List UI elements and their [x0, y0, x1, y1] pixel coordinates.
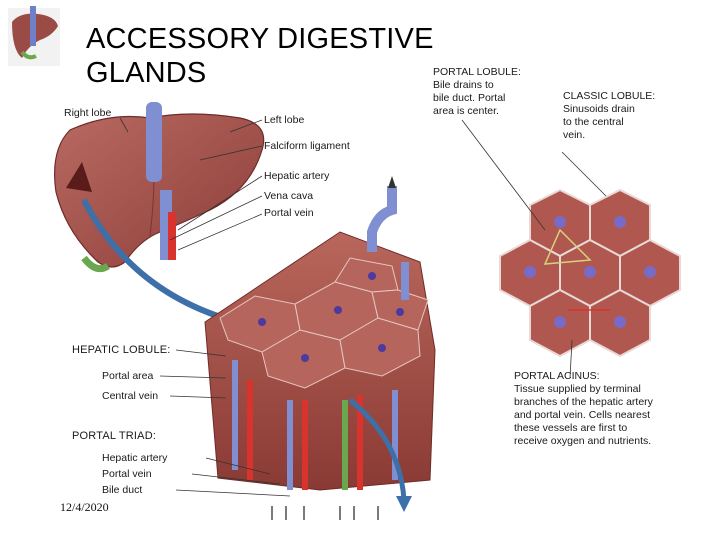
zoom-arrow-icon: [81, 198, 231, 323]
label-falciform-ligament: Falciform ligament: [264, 140, 350, 152]
portal-lobule-line: Bile drains to: [433, 79, 494, 91]
heading-hepatic-lobule: HEPATIC LOBULE:: [72, 344, 171, 356]
label-portal-vein: Portal vein: [264, 207, 314, 219]
portal-acinus-line: and portal vein. Cells nearest: [514, 409, 650, 421]
portal-acinus-text: PORTAL ACINUS: Tissue supplied by termin…: [514, 370, 653, 448]
portal-acinus-line: these vessels are first to: [514, 422, 628, 434]
label-left-lobe: Left lobe: [264, 114, 305, 126]
slide-title: ACCESSORY DIGESTIVE GLANDS: [86, 22, 434, 90]
leader-lines: [119, 117, 607, 497]
portal-acinus-line: receive oxygen and nutrients.: [514, 435, 652, 447]
label-triad-portal-vein: Portal vein: [102, 468, 152, 480]
title-line-1: ACCESSORY DIGESTIVE: [86, 23, 434, 55]
label-hepatic-artery: Hepatic artery: [264, 170, 330, 182]
footer-date: 12/4/2020: [60, 500, 109, 514]
classic-lobule-text: CLASSIC LOBULE: Sinusoids drain to the c…: [563, 90, 655, 142]
portal-lobule-line: bile duct. Portal: [433, 92, 506, 104]
label-triad-hepatic-artery: Hepatic artery: [102, 452, 168, 464]
portal-acinus-line: Tissue supplied by terminal: [514, 383, 641, 395]
heading-portal-triad: PORTAL TRIAD:: [72, 430, 157, 442]
classic-lobule-heading: CLASSIC LOBULE:: [563, 90, 656, 102]
label-portal-area: Portal area: [102, 370, 154, 382]
label-vena-cava: Vena cava: [264, 190, 314, 202]
portal-lobule-line: area is center.: [433, 105, 499, 117]
portal-lobule-heading: PORTAL LOBULE:: [433, 66, 521, 78]
exit-arrow-icon: [348, 398, 407, 501]
liver-illustration: [54, 102, 265, 273]
title-line-2: GLANDS: [86, 57, 207, 89]
lobule-block: [204, 176, 436, 491]
classic-lobule-line: to the central: [563, 116, 624, 128]
label-triad-bile-duct: Bile duct: [102, 484, 143, 496]
flow-arrows: [271, 506, 379, 520]
liver-thumbnail-icon: [8, 6, 60, 66]
classic-lobule-line: Sinusoids drain: [563, 103, 635, 115]
label-right-lobe: Right lobe: [64, 107, 112, 119]
portal-acinus-line: branches of the hepatic artery: [514, 396, 653, 408]
portal-lobule-text: PORTAL LOBULE: Bile drains to bile duct.…: [433, 66, 521, 118]
lobule-hex-pattern: [499, 188, 681, 358]
classic-lobule-line: vein.: [563, 129, 586, 141]
portal-acinus-heading: PORTAL ACINUS:: [514, 370, 600, 382]
exit-arrowhead-icon: [396, 496, 412, 512]
label-central-vein: Central vein: [102, 390, 159, 402]
